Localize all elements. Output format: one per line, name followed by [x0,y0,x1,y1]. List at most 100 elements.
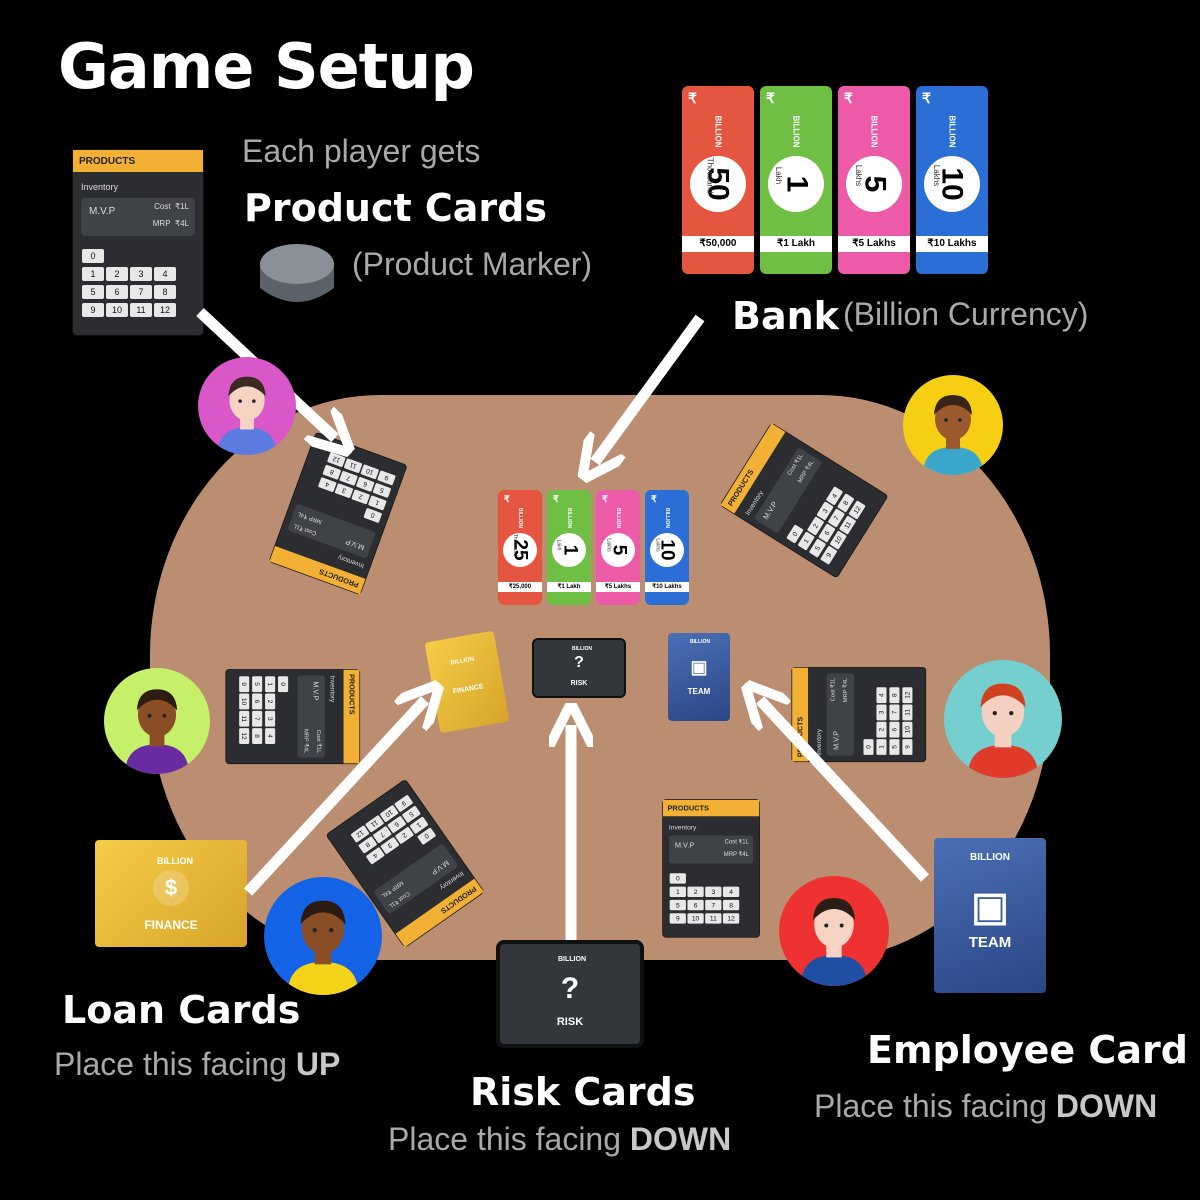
rupee-icon: ₹ [766,90,775,106]
product-marker-icon [256,238,338,310]
bank-subtext: (Billion Currency) [843,296,1089,332]
table-note-brand: BILLION [566,508,572,529]
risk-cube-icon: ? [574,654,584,671]
bank-note-brand: BILLION [947,115,957,148]
product-card-mvp: M.V.P Cost ₹1L MRP ₹4L [81,198,195,236]
table-note-unit: Thousand [512,533,519,557]
bank-note-label: ₹10 Lakhs [916,236,988,252]
table-note-label: ₹25,000 [498,582,542,592]
table-note-unit: Lakhs [654,538,661,552]
table-note-value: 5 [601,533,635,567]
table-note-label: ₹10 Lakhs [645,582,689,592]
player-avatar-6 [779,876,889,986]
player-avatar-5 [264,877,382,995]
risk-cube-icon: ? [560,972,580,1005]
bank-note-unit: Lakhs [854,164,864,187]
product-card-header: PRODUCTS [73,150,203,172]
product-card-inventory: Inventory [329,675,337,703]
bank-note-value: 1 [768,156,824,212]
bank-heading: Bank [732,294,839,338]
employee-card-heading: Employee Card [867,1028,1188,1072]
product-marker-text: (Product Marker) [352,246,593,282]
team-card-legend: BILLION ▣ TEAM [934,838,1046,993]
table-note-unit: Lakhs [605,538,612,552]
product-card-header: PRODUCTS [663,800,760,817]
product-card-header: PRODUCTS [792,667,809,762]
table-note-value: 25 [503,533,537,567]
product-cost: Cost ₹1L [154,202,189,211]
product-card-inventory: Inventory [81,182,119,192]
player-avatar-2 [903,375,1003,475]
player-avatar-4 [944,660,1062,778]
player-avatar-1 [198,357,296,455]
table-note-label: ₹1 Lakh [547,582,591,592]
team-card-table: BILLION ▣ TEAM [668,633,730,721]
finance-card-legend: BILLION $ FINANCE [95,840,247,947]
table-note-brand: BILLION [615,508,621,529]
bank-note-unit: Thousand [705,157,715,194]
rupee-icon: ₹ [651,494,657,504]
bank-note-value: 50 [690,156,746,212]
product-card-inventory: Inventory [668,823,697,832]
money-bag-icon: $ [153,870,189,906]
bank-note-brand: BILLION [713,115,723,148]
rupee-icon: ₹ [688,90,697,106]
team-box-icon: ▣ [690,657,708,677]
product-card-header: PRODUCTS [343,669,360,764]
risk-card-table: BILLION ? RISK [534,640,624,696]
bank-note-brand: BILLION [791,115,801,148]
team-box-icon: ▣ [971,885,1009,929]
table-note-brand: BILLION [664,508,670,529]
product-cards-heading: Product Cards [244,186,547,230]
rupee-icon: ₹ [602,494,608,504]
employee-card-instruction: Place this facing DOWN [814,1088,1158,1124]
rupee-icon: ₹ [504,494,510,504]
table-note-brand: BILLION [517,508,523,529]
table-note-label: ₹5 Lakhs [596,582,640,592]
loan-cards-heading: Loan Cards [62,988,301,1032]
rupee-icon: ₹ [553,494,559,504]
rupee-icon: ₹ [922,90,931,106]
rupee-icon: ₹ [844,90,853,106]
table-note-value: 10 [650,533,684,567]
player-avatar-3 [104,668,210,774]
bank-note-value: 5 [846,156,902,212]
product-card-inventory: Inventory [815,728,823,756]
risk-cards-instruction: Place this facing DOWN [388,1121,732,1157]
product-card-legend: PRODUCTS Inventory M.V.P Cost ₹1L MRP ₹4… [73,150,203,335]
page-title: Game Setup [58,30,475,103]
bank-note-unit: Lakh [774,166,784,185]
table-note-unit: Lakh [555,539,562,551]
bank-note-value: 10 [924,156,980,212]
bank-note-label: ₹1 Lakh [760,236,832,252]
product-mrp: MRP ₹4L [152,219,189,228]
risk-cards-heading: Risk Cards [470,1070,696,1114]
bank-note-brand: BILLION [869,115,879,148]
risk-card-legend: BILLION ? RISK [500,944,640,1044]
bank-note-label: ₹5 Lakhs [838,236,910,252]
bank-note-label: ₹50,000 [682,236,754,252]
loan-cards-instruction: Place this facing UP [54,1046,341,1082]
product-name: M.V.P [89,206,116,217]
table-note-value: 1 [552,533,586,567]
product-intro-text: Each player gets [242,133,481,169]
